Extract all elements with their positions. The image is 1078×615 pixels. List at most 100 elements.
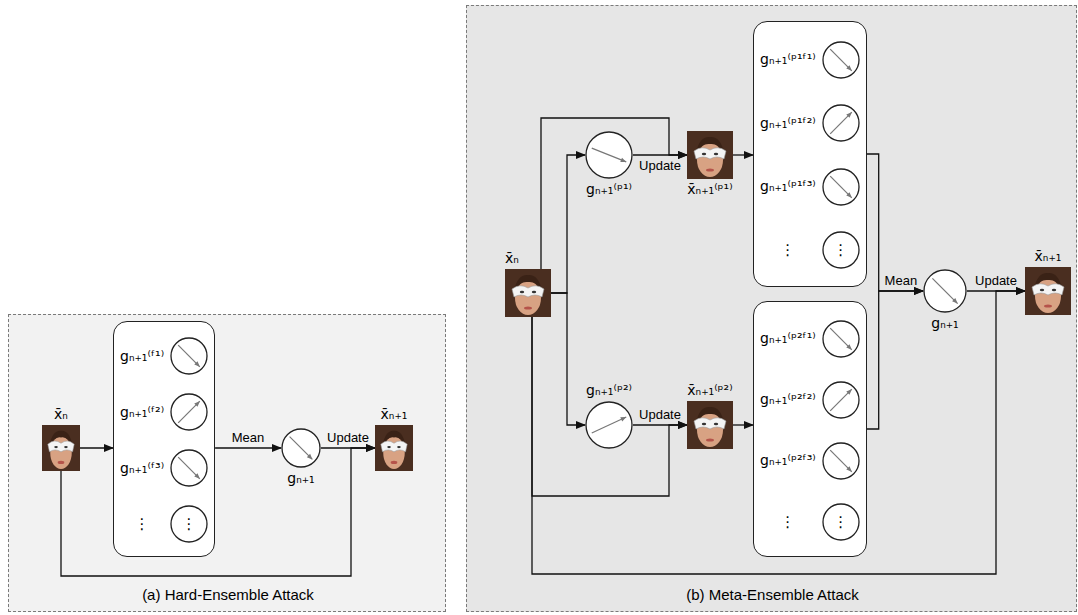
face-image: x̄ₙ₊₁: [375, 425, 413, 471]
vector-arrow-head: [846, 112, 852, 118]
connector: [733, 424, 753, 425]
image-label: x̄ₙ₊₁⁽ᵖ²⁾: [687, 382, 732, 399]
circle-symbol: [170, 393, 208, 431]
vector-arrow: [178, 401, 200, 423]
vector-arrow-head: [620, 158, 626, 162]
vector-arrow-head: [194, 473, 200, 479]
circle-symbol: [281, 428, 321, 468]
vector-arrow: [830, 450, 852, 472]
vector-arrow-head: [620, 417, 626, 421]
panel-ground: [8, 314, 446, 612]
vector-label: gₙ₊₁⁽ᶠ²⁾: [120, 404, 164, 421]
gradient-circle: gₙ₊₁: [923, 269, 967, 313]
connector: [867, 154, 923, 291]
ellipsis: ⋮: [780, 513, 795, 531]
eye: [714, 423, 718, 425]
circle-symbol: [822, 104, 860, 142]
connector: [551, 293, 585, 425]
ellipsis-in-circle: ⋮: [833, 241, 848, 259]
vector-arrow-head: [846, 466, 852, 472]
connector: [967, 290, 1025, 291]
ensemble-group: gₙ₊₁⁽ᶠ¹⁾gₙ₊₁⁽ᶠ²⁾gₙ₊₁⁽ᶠ³⁾⋮⋮: [113, 321, 215, 557]
circle-outline: [282, 429, 320, 467]
hair: [505, 269, 551, 317]
ellipsis: ⋮: [780, 241, 795, 259]
eye: [54, 446, 58, 448]
gradient-circle: gₙ₊₁⁽ᵖ²⁾: [585, 401, 633, 449]
edge-label: Mean: [232, 430, 265, 446]
image-label: x̄ₙ₊₁: [381, 406, 408, 423]
eye: [397, 446, 401, 448]
vector-label: gₙ₊₁: [287, 470, 314, 487]
eye: [714, 153, 718, 155]
panel-caption: (a) Hard-Ensemble Attack: [142, 586, 314, 604]
lips: [706, 438, 714, 441]
vector-arrow: [592, 417, 627, 433]
gradient-circle: gₙ₊₁: [281, 428, 321, 468]
edge-label: Update: [639, 407, 681, 423]
eye: [387, 446, 391, 448]
lips: [706, 168, 714, 171]
vector-label: gₙ₊₁⁽ᵖ¹ᶠ¹⁾: [760, 51, 816, 68]
connector: [532, 291, 1025, 574]
gradient-circle: gₙ₊₁⁽ᵖ¹⁾: [585, 131, 633, 179]
face-picture: [1025, 267, 1071, 315]
hair: [687, 131, 733, 179]
circle-symbol: [170, 449, 208, 487]
face-picture: [505, 269, 551, 317]
connector: [80, 447, 113, 448]
circle-symbol: [822, 168, 860, 206]
circle-outline: [171, 506, 207, 542]
vector-arrow-head: [846, 65, 852, 71]
vector-label: gₙ₊₁⁽ᵖ²⁾: [586, 382, 632, 399]
eye: [702, 423, 706, 425]
connector: [551, 155, 585, 293]
vector-arrow: [830, 176, 852, 198]
connector: [321, 447, 375, 448]
hair: [687, 401, 733, 449]
figure-panel: (a) Hard-Ensemble Attack x̄ₙ gₙ₊₁⁽ᶠ¹⁾ gₙ₊₁⁽…: [8, 314, 446, 612]
vector-label: gₙ₊₁: [931, 315, 958, 332]
face-picture: [375, 425, 413, 471]
circle-symbol: [822, 41, 860, 79]
circle-symbol: [822, 381, 860, 419]
eye: [702, 153, 706, 155]
vector-arrow: [830, 49, 852, 71]
connector: [532, 317, 687, 496]
ensemble-group: gₙ₊₁⁽ᵖ¹ᶠ¹⁾ gₙ₊₁⁽ᵖ¹ᶠ²⁾ gₙ₊₁⁽ᵖ¹ᶠ³⁾ ⋮ ⋮: [753, 21, 867, 287]
hair: [375, 425, 413, 471]
eye: [1052, 289, 1056, 291]
connector: [633, 424, 687, 425]
ellipsis-in-circle: ⋮: [833, 513, 848, 531]
mask: [512, 286, 544, 297]
vector-label: gₙ₊₁⁽ᵖ²ᶠ²⁾: [760, 391, 816, 408]
image-label: x̄ₙ₊₁⁽ᵖ¹⁾: [687, 181, 732, 198]
vector-label: gₙ₊₁⁽ᵖ¹ᶠ²⁾: [760, 115, 816, 132]
connector: [215, 447, 281, 448]
vector-arrow: [178, 457, 200, 479]
lips: [58, 461, 65, 464]
hair: [1025, 267, 1071, 315]
panel-caption: (b) Meta-Ensemble Attack: [686, 586, 859, 604]
edge-label: Update: [975, 273, 1017, 289]
connector: [867, 291, 923, 429]
vector-arrow: [830, 112, 852, 134]
vector-label: gₙ₊₁⁽ᵖ²ᶠ¹⁾: [760, 330, 816, 347]
vector-label: gₙ₊₁⁽ᵖ¹ᶠ³⁾: [760, 178, 816, 195]
vector-label: gₙ₊₁⁽ᵖ¹⁾: [586, 181, 632, 198]
vector-label: gₙ₊₁⁽ᶠ¹⁾: [120, 348, 164, 365]
circle-symbol: [822, 320, 860, 358]
hair: [42, 425, 80, 471]
panel-ground: [466, 5, 1077, 612]
image-label: x̄ₙ: [54, 406, 68, 423]
lips: [1044, 304, 1052, 307]
mask: [1032, 284, 1064, 295]
ensemble-group: gₙ₊₁⁽ᵖ²ᶠ¹⁾gₙ₊₁⁽ᵖ²ᶠ²⁾gₙ₊₁⁽ᵖ²ᶠ³⁾⋮⋮: [753, 301, 867, 557]
circle-outline: [171, 338, 207, 374]
face-image: x̄ₙ₊₁: [1025, 267, 1071, 315]
face-picture: [687, 401, 733, 449]
circle-outline: [924, 270, 966, 312]
figure-panel: (b) Meta-Ensemble Attack x̄ₙ gₙ₊₁⁽ᵖ¹⁾ x̄ₙ₊₁…: [466, 5, 1077, 612]
face-image: x̄ₙ: [505, 269, 551, 317]
mask: [694, 418, 726, 429]
